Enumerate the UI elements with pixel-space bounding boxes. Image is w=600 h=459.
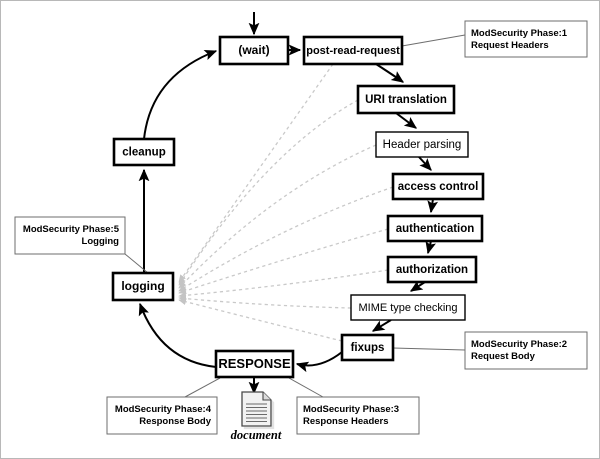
arrow-uri-to-header xyxy=(395,112,417,129)
dash-post-read-to-logging xyxy=(178,63,334,283)
node-authz[interactable]: authorization xyxy=(386,255,478,284)
node-label-fixups: fixups xyxy=(351,342,385,354)
dash-header-to-logging xyxy=(178,144,377,289)
node-label-access: access control xyxy=(398,181,479,193)
node-label-uri: URI translation xyxy=(365,94,447,106)
annotation-line-phase1-0: ModSecurity Phase:1 xyxy=(471,28,568,39)
annotation-box-phase3 xyxy=(296,396,420,435)
node-label-wait: (wait) xyxy=(238,43,269,57)
node-label-post_read: post-read-request xyxy=(306,45,400,57)
leader-phase3 xyxy=(288,377,324,398)
leader-phase1 xyxy=(401,34,466,47)
node-label-cleanup: cleanup xyxy=(122,147,165,159)
node-label-authz: authorization xyxy=(396,264,468,276)
leader-phase4 xyxy=(184,377,221,398)
node-box-cleanup xyxy=(112,137,176,167)
leader-phase2 xyxy=(392,347,466,351)
dash-access-to-logging xyxy=(178,186,394,292)
annotation-line-phase2-1: Request Body xyxy=(471,351,536,362)
node-fixups[interactable]: fixups xyxy=(340,333,395,362)
node-label-response: RESPONSE xyxy=(218,356,291,371)
node-box-uri xyxy=(356,84,456,115)
annotation-line-phase3-0: ModSecurity Phase:3 xyxy=(303,404,399,415)
node-label-header: Header parsing xyxy=(383,139,462,151)
arrow-access-to-authn xyxy=(427,198,439,214)
node-logging[interactable]: logging xyxy=(111,271,175,302)
flow-connectors xyxy=(138,12,439,395)
node-box-wait xyxy=(218,35,290,66)
node-mime[interactable]: MIME type checking xyxy=(350,294,466,321)
annotation-box-phase1 xyxy=(464,20,588,58)
annotation-line-phase5-1: Logging xyxy=(82,236,120,247)
logging-dashed-connectors xyxy=(178,63,394,342)
annotation-line-phase4-0: ModSecurity Phase:4 xyxy=(115,404,212,415)
dash-authn-to-logging xyxy=(178,228,389,295)
node-wait[interactable]: (wait) xyxy=(218,35,290,66)
node-box-fixups xyxy=(340,333,395,362)
annotation-box-phase4 xyxy=(106,396,218,435)
annotation-line-phase5-0: ModSecurity Phase:5 xyxy=(23,224,120,235)
node-label-logging: logging xyxy=(121,279,164,293)
node-box-mime xyxy=(350,294,466,321)
dash-uri-to-logging xyxy=(178,99,359,286)
arrow-cleanup-to-wait xyxy=(143,49,218,140)
annotation-leader-lines xyxy=(124,34,466,398)
dash-mime-to-logging xyxy=(178,295,352,309)
leader-phase5 xyxy=(124,253,149,274)
document-caption: document xyxy=(231,428,282,442)
node-box-authz xyxy=(386,255,478,284)
arrow-mime-to-fixups xyxy=(371,319,392,332)
node-box-response xyxy=(214,349,295,379)
arrow-authn-to-authz xyxy=(425,240,436,255)
node-box-authn xyxy=(386,214,484,243)
arrow-fixups-to-response xyxy=(295,351,343,373)
node-cleanup[interactable]: cleanup xyxy=(112,137,176,167)
arrow-post-read-to-uri xyxy=(375,63,404,83)
node-header[interactable]: Header parsing xyxy=(375,131,469,158)
arrow-authz-to-mime xyxy=(409,280,426,292)
node-box-post_read xyxy=(302,35,404,66)
annotation-line-phase2-0: ModSecurity Phase:2 xyxy=(471,339,567,350)
annotation-line-phase4-1: Response Body xyxy=(139,416,212,427)
annotation-line-phase1-1: Request Headers xyxy=(471,40,549,51)
arrow-response-to-logging xyxy=(138,302,217,368)
dash-authz-to-logging xyxy=(178,269,389,299)
node-response[interactable]: RESPONSE xyxy=(214,349,295,379)
node-label-mime: MIME type checking xyxy=(358,302,457,314)
node-box-access xyxy=(391,172,485,201)
dash-fixups-to-logging xyxy=(178,298,343,342)
node-box-header xyxy=(375,131,469,158)
annotation-line-phase3-1: Response Headers xyxy=(303,416,389,427)
node-access[interactable]: access control xyxy=(391,172,485,201)
annotation-box-phase5 xyxy=(14,216,126,255)
node-post_read[interactable]: post-read-request xyxy=(302,35,404,66)
arrow-header-to-access xyxy=(418,156,432,171)
node-authn[interactable]: authentication xyxy=(386,214,484,243)
node-label-authn: authentication xyxy=(396,223,475,235)
document-icon xyxy=(241,391,272,427)
annotation-box-phase2 xyxy=(464,331,588,370)
node-box-logging xyxy=(111,271,175,302)
node-uri[interactable]: URI translation xyxy=(356,84,456,115)
